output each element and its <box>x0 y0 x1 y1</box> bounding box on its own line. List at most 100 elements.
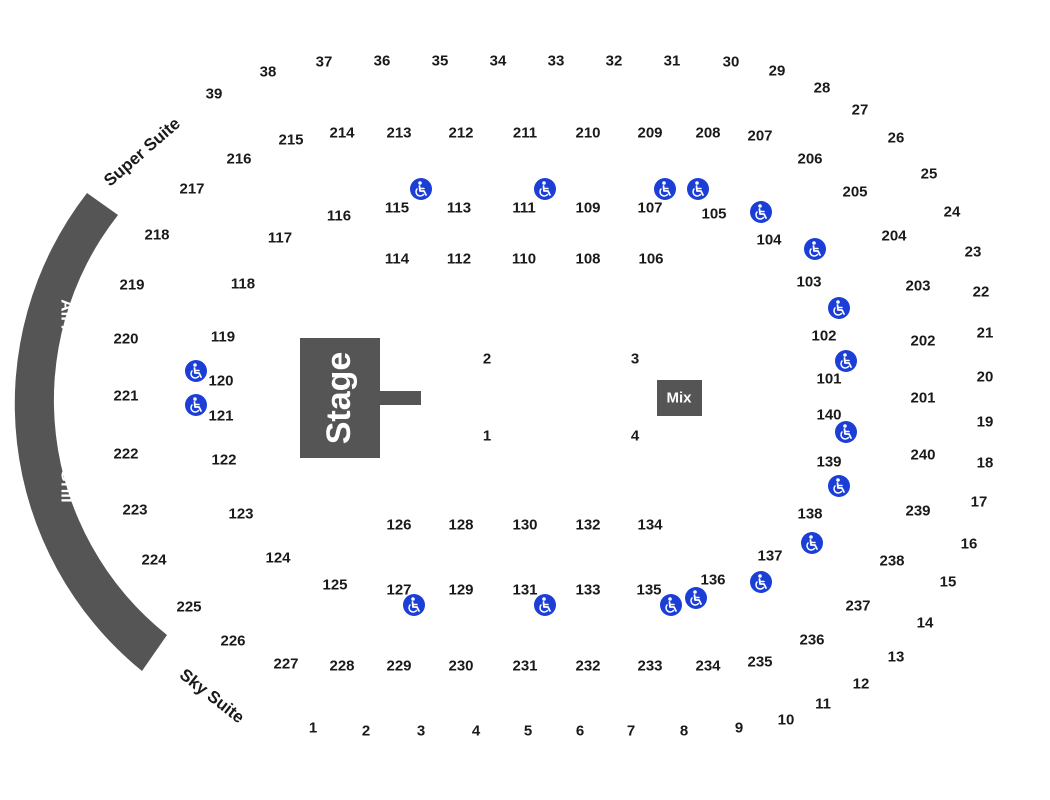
section-235[interactable]: 235 <box>747 654 772 671</box>
section-117[interactable]: 117 <box>268 230 292 247</box>
section-119[interactable]: 119 <box>211 329 235 346</box>
section-134[interactable]: 134 <box>637 517 663 534</box>
suite-10[interactable]: 10 <box>778 712 795 729</box>
floor-section-1[interactable]: 1 <box>483 428 491 445</box>
section-101[interactable]: 101 <box>816 371 841 388</box>
suite-21[interactable]: 21 <box>977 325 994 342</box>
section-237[interactable]: 237 <box>845 598 870 615</box>
section-104[interactable]: 104 <box>756 232 782 249</box>
section-239[interactable]: 239 <box>905 503 930 520</box>
section-218[interactable]: 218 <box>144 227 169 244</box>
section-232[interactable]: 232 <box>575 658 600 675</box>
section-202[interactable]: 202 <box>910 333 935 350</box>
suite-30[interactable]: 30 <box>723 54 740 71</box>
section-212[interactable]: 212 <box>448 125 473 142</box>
suite-18[interactable]: 18 <box>977 455 994 472</box>
suite-9[interactable]: 9 <box>735 720 743 737</box>
section-132[interactable]: 132 <box>575 517 600 534</box>
section-136[interactable]: 136 <box>700 572 725 589</box>
suite-34[interactable]: 34 <box>490 53 507 70</box>
section-102[interactable]: 102 <box>811 328 836 345</box>
suite-1[interactable]: 1 <box>309 720 317 737</box>
section-201[interactable]: 201 <box>910 390 935 407</box>
section-216[interactable]: 216 <box>226 151 251 168</box>
suite-26[interactable]: 26 <box>888 130 905 147</box>
suite-24[interactable]: 24 <box>944 204 961 221</box>
section-123[interactable]: 123 <box>228 506 253 523</box>
section-217[interactable]: 217 <box>179 181 204 198</box>
section-221[interactable]: 221 <box>113 388 138 405</box>
suite-28[interactable]: 28 <box>814 80 831 97</box>
section-223[interactable]: 223 <box>122 502 147 519</box>
floor-section-4[interactable]: 4 <box>631 428 640 445</box>
section-109[interactable]: 109 <box>575 200 600 217</box>
section-105[interactable]: 105 <box>701 206 726 223</box>
section-118[interactable]: 118 <box>231 276 255 293</box>
super-suite-label[interactable]: Super Suite <box>100 114 184 190</box>
suite-37[interactable]: 37 <box>316 54 333 71</box>
section-208[interactable]: 208 <box>695 125 720 142</box>
suite-14[interactable]: 14 <box>917 615 934 632</box>
section-211[interactable]: 211 <box>513 125 537 142</box>
section-135[interactable]: 135 <box>636 582 661 599</box>
suite-2[interactable]: 2 <box>362 723 370 740</box>
section-126[interactable]: 126 <box>386 517 411 534</box>
section-127[interactable]: 127 <box>386 582 411 599</box>
suite-33[interactable]: 33 <box>548 53 565 70</box>
section-137[interactable]: 137 <box>757 548 782 565</box>
section-114[interactable]: 114 <box>385 251 410 268</box>
section-112[interactable]: 112 <box>447 251 471 268</box>
section-220[interactable]: 220 <box>113 331 138 348</box>
suite-25[interactable]: 25 <box>921 166 938 183</box>
suite-23[interactable]: 23 <box>965 244 982 261</box>
section-203[interactable]: 203 <box>905 278 930 295</box>
section-133[interactable]: 133 <box>575 582 600 599</box>
suite-22[interactable]: 22 <box>973 284 990 301</box>
section-130[interactable]: 130 <box>512 517 537 534</box>
section-140[interactable]: 140 <box>816 407 841 424</box>
suite-5[interactable]: 5 <box>524 723 532 740</box>
section-128[interactable]: 128 <box>448 517 473 534</box>
suite-31[interactable]: 31 <box>664 53 681 70</box>
section-236[interactable]: 236 <box>799 632 824 649</box>
section-108[interactable]: 108 <box>575 251 600 268</box>
suite-8[interactable]: 8 <box>680 723 688 740</box>
suite-19[interactable]: 19 <box>977 414 994 431</box>
section-131[interactable]: 131 <box>512 582 537 599</box>
section-240[interactable]: 240 <box>910 447 935 464</box>
suite-7[interactable]: 7 <box>627 723 635 740</box>
suite-32[interactable]: 32 <box>606 53 623 70</box>
section-122[interactable]: 122 <box>211 452 236 469</box>
suite-6[interactable]: 6 <box>576 723 584 740</box>
floor-section-3[interactable]: 3 <box>631 351 639 368</box>
section-210[interactable]: 210 <box>575 125 600 142</box>
suite-20[interactable]: 20 <box>977 369 994 386</box>
suite-36[interactable]: 36 <box>374 53 391 70</box>
section-215[interactable]: 215 <box>278 132 303 149</box>
section-138[interactable]: 138 <box>797 506 822 523</box>
section-228[interactable]: 228 <box>329 658 354 675</box>
section-205[interactable]: 205 <box>842 184 867 201</box>
section-125[interactable]: 125 <box>322 577 347 594</box>
suite-17[interactable]: 17 <box>971 494 988 511</box>
section-121[interactable]: 121 <box>208 408 233 425</box>
section-213[interactable]: 213 <box>386 125 411 142</box>
suite-29[interactable]: 29 <box>769 63 786 80</box>
section-207[interactable]: 207 <box>747 128 772 145</box>
section-229[interactable]: 229 <box>386 658 411 675</box>
suite-35[interactable]: 35 <box>432 53 449 70</box>
section-110[interactable]: 110 <box>512 251 536 268</box>
section-238[interactable]: 238 <box>879 553 904 570</box>
section-225[interactable]: 225 <box>176 599 201 616</box>
section-214[interactable]: 214 <box>329 125 355 142</box>
section-113[interactable]: 113 <box>447 200 471 217</box>
suite-11[interactable]: 11 <box>815 696 831 713</box>
section-129[interactable]: 129 <box>448 582 473 599</box>
suite-39[interactable]: 39 <box>206 86 223 103</box>
section-233[interactable]: 233 <box>637 658 662 675</box>
suite-27[interactable]: 27 <box>852 102 869 119</box>
section-120[interactable]: 120 <box>208 373 233 390</box>
section-115[interactable]: 115 <box>385 200 409 217</box>
suite-12[interactable]: 12 <box>853 676 870 693</box>
section-231[interactable]: 231 <box>512 658 537 675</box>
